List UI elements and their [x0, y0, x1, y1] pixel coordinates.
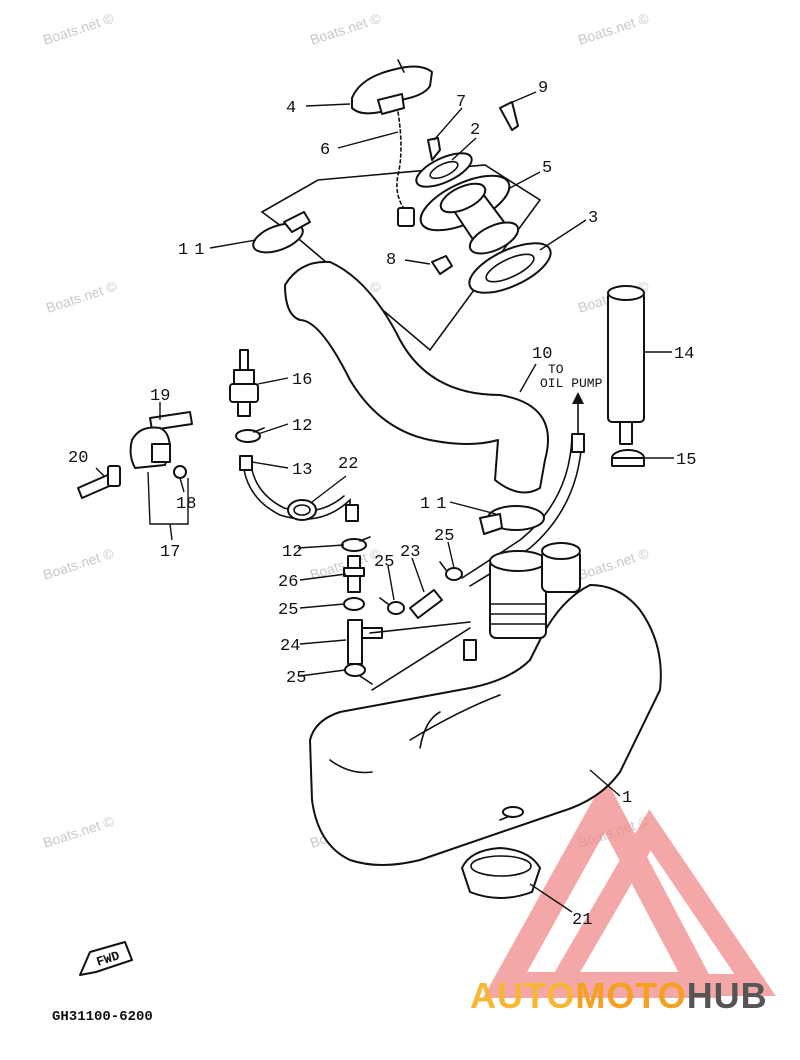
- gasket-bottom: [468, 242, 552, 294]
- watermark: Boats.net ©: [41, 813, 116, 851]
- callout-23: 23: [400, 543, 420, 562]
- callout-7: 7: [456, 93, 466, 112]
- hose-clamp-lower: [479, 505, 545, 535]
- tank-nipple: [463, 639, 477, 661]
- callout-22: 22: [338, 455, 358, 474]
- callout-20: 20: [68, 449, 88, 468]
- clip-25d: [344, 663, 373, 685]
- clip: [431, 255, 453, 275]
- callout-17: 17: [160, 543, 180, 562]
- callout-3: 3: [588, 209, 598, 228]
- callout-12-lower: 12: [282, 543, 302, 562]
- hose-line: [369, 621, 471, 634]
- filler-hose: [284, 260, 549, 494]
- logo-text-auto: AUTO: [470, 975, 575, 1016]
- callout-21: 21: [572, 911, 592, 930]
- logo-text-moto: MOTO: [575, 975, 686, 1016]
- watermark: Boats.net ©: [41, 10, 116, 48]
- automotohub-logo-mark: [482, 777, 776, 998]
- grommet: [611, 449, 645, 467]
- callout-2: 2: [470, 121, 480, 140]
- callout-19: 19: [150, 387, 170, 406]
- cap-chain: [396, 111, 415, 227]
- bracket-assembly: [77, 411, 193, 499]
- drain-cap: [461, 847, 541, 899]
- callout-10: 10: [532, 345, 552, 364]
- callout-25-a: 25: [278, 601, 298, 620]
- clip-25c: [439, 561, 463, 581]
- check-valve: [409, 589, 443, 619]
- watermark: Boats.net ©: [308, 10, 383, 48]
- hose-clamp-upper: [252, 211, 311, 254]
- leader-lines: [95, 91, 674, 913]
- automotohub-logo: AUTOMOTOHUB: [470, 975, 768, 1016]
- callout-16: 16: [292, 371, 312, 390]
- watermark: Boats.net ©: [576, 545, 651, 583]
- annotation-oil-pump: OIL PUMP: [540, 376, 603, 391]
- callout-5: 5: [542, 159, 552, 178]
- callout-26: 26: [278, 573, 298, 592]
- fwd-label: FWD: [95, 948, 122, 970]
- filler-neck: [419, 174, 520, 255]
- callout-25-d: 25: [286, 669, 306, 688]
- gasket-top: [415, 152, 473, 188]
- callout-18: 18: [176, 495, 196, 514]
- connector-rod: [343, 555, 365, 593]
- watermark: Boats.net ©: [41, 545, 116, 583]
- clip-25a: [343, 597, 365, 611]
- hose-line: [371, 627, 471, 691]
- tube: [607, 285, 645, 445]
- callout-24: 24: [280, 637, 300, 656]
- annotation-to: TO: [548, 362, 564, 377]
- callout-25-right: 25: [434, 527, 454, 546]
- callout-6: 6: [320, 141, 330, 160]
- filler-group-outline: [260, 164, 542, 352]
- callout-9: 9: [538, 79, 548, 98]
- small-hose: [239, 455, 359, 522]
- callout-4: 4: [286, 99, 296, 118]
- small-screw: [499, 101, 519, 131]
- hose-clamp-small: [287, 499, 317, 521]
- arrow-icon: [572, 392, 584, 404]
- callout-15: 15: [676, 451, 696, 470]
- fitting: [229, 349, 259, 417]
- watermark: Boats.net ©: [44, 278, 119, 316]
- callout-11-upper: 11: [178, 241, 210, 260]
- clip-25b: [379, 597, 405, 615]
- callout-13: 13: [292, 461, 312, 480]
- callout-8: 8: [386, 251, 396, 270]
- callout-12-upper: 12: [292, 417, 312, 436]
- fwd-arrow-icon: FWD: [79, 941, 133, 976]
- callout-14: 14: [674, 345, 694, 364]
- drawing-code: GH31100-6200: [52, 1009, 153, 1025]
- watermark: Boats.net ©: [576, 10, 651, 48]
- callout-11-lower: 11: [420, 495, 452, 514]
- callout-1: 1: [622, 789, 632, 808]
- hose-clip-upper: [235, 427, 265, 443]
- t-joint: [347, 619, 383, 665]
- callout-25-mid: 25: [374, 553, 394, 572]
- svg-text:AUTOMOTOHUB: AUTOMOTOHUB: [470, 975, 768, 1016]
- callouts: 4 6 7 2 9 5 3 8 11 10 TO OIL PUMP 14 15 …: [68, 79, 696, 930]
- filler-cap: [351, 59, 433, 115]
- oil-tank: [309, 542, 662, 866]
- logo-text-hub: HUB: [687, 975, 768, 1016]
- screw: [427, 137, 441, 161]
